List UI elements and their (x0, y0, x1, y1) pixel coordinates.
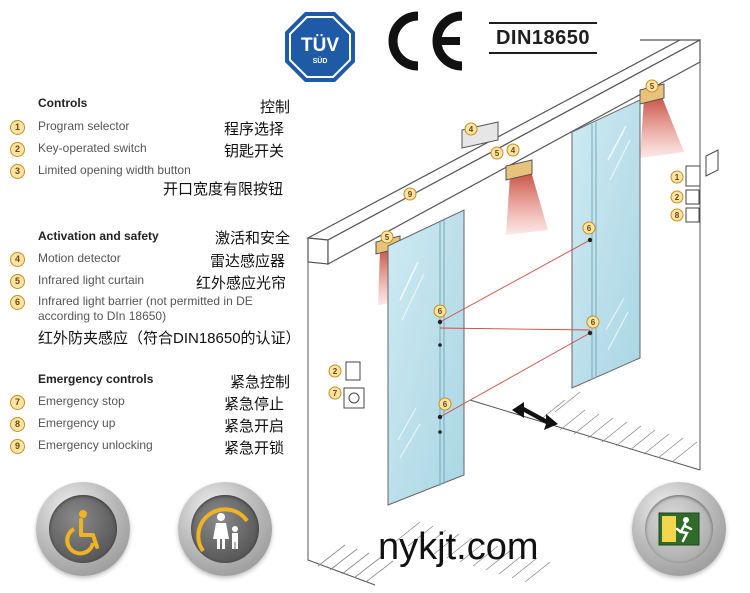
legend-number: 4 (10, 252, 25, 267)
left-door-leaf (387, 209, 465, 506)
floor-hatch-right (539, 391, 698, 463)
svg-text:7: 7 (333, 389, 338, 398)
legend-item-en: Emergency up (38, 416, 116, 430)
legend-item-en: Motion detector (38, 251, 121, 265)
barrier-emitters (437, 237, 593, 434)
callout-5-mid: 5 (490, 146, 504, 160)
callout-wall-7: 7 (328, 386, 342, 400)
legend-item-zh: 程序选择 (224, 121, 285, 138)
legend-number: 8 (10, 417, 25, 432)
sud-text: SÜD (313, 56, 328, 65)
legend-item-en: Limited opening width button (38, 163, 191, 177)
svg-text:2: 2 (675, 193, 680, 202)
callout-6-c: 6 (586, 315, 600, 329)
legend-item-zh: 钥匙开关 (224, 143, 285, 160)
legend-item-en: Program selector (38, 119, 130, 133)
parent-child-badge (178, 482, 272, 576)
wall-switches (343, 149, 719, 409)
parent-child-icon (196, 507, 249, 553)
callout-wall-1: 1 (670, 170, 684, 184)
svg-text:6: 6 (587, 224, 592, 233)
callout-markers: 4 5 4 5 5 6 6 6 6 9 1 2 8 2 7 (328, 79, 684, 411)
emergency-title-en: Emergency controls (38, 372, 154, 386)
right-door-leaf (571, 99, 641, 389)
callout-5-right: 5 (645, 79, 659, 93)
legend-number: 7 (10, 395, 25, 410)
svg-text:1: 1 (675, 173, 680, 182)
legend-number: 2 (10, 142, 25, 157)
svg-text:4: 4 (469, 125, 474, 134)
legend-item-zh: 紧急开锁 (224, 440, 285, 457)
legend-item-zh: 雷达感应器 (210, 253, 286, 270)
wheelchair-icon (65, 510, 99, 556)
callout-5-left: 5 (380, 230, 394, 244)
svg-text:5: 5 (650, 82, 655, 91)
callout-6-b: 6 (433, 304, 447, 318)
emergency-title-zh: 紧急控制 (229, 374, 290, 391)
callout-4-top: 4 (464, 122, 478, 136)
sliding-direction-arrow (512, 402, 558, 430)
legend-item-zh: 紧急停止 (224, 396, 285, 413)
emergency-exit-icon (658, 512, 700, 546)
legend-item-en-line1: Infrared light barrier (not permitted in… (38, 294, 253, 308)
legend-item-en: Emergency unlocking (38, 438, 153, 452)
watermark-text: nykjt.com (378, 526, 539, 568)
svg-text:5: 5 (495, 149, 500, 158)
callout-wall-8: 8 (670, 208, 684, 222)
legend-number: 3 (10, 164, 25, 179)
legend-number: 1 (10, 120, 25, 135)
legend-item-zh: 红外防夹感应（符合DIN18650的认证） (38, 330, 301, 347)
svg-text:9: 9 (408, 190, 413, 199)
legend-item-zh: 紧急开启 (224, 418, 285, 435)
svg-text:4: 4 (511, 146, 516, 155)
controls-title-zh: 控制 (259, 99, 290, 116)
activation-title-en: Activation and safety (38, 229, 159, 243)
callout-6-d: 6 (438, 397, 452, 411)
callout-6-a: 6 (582, 221, 596, 235)
din18650-logo: DIN18650 (489, 22, 597, 54)
legend-item-zh: 红外感应光帘 (196, 275, 287, 292)
legend-number: 5 (10, 274, 25, 289)
activation-title-zh: 激活和安全 (214, 230, 290, 247)
svg-text:6: 6 (591, 318, 596, 327)
legend-number: 9 (10, 439, 25, 454)
legend-item-en: Key-operated switch (38, 141, 147, 155)
legend-number: 6 (10, 295, 25, 310)
svg-text:8: 8 (675, 211, 680, 220)
legend-item-en: Infrared light curtain (38, 273, 145, 287)
floor-hatch-left (317, 521, 551, 583)
svg-text:6: 6 (443, 400, 448, 409)
infrared-barrier-lines (439, 239, 591, 418)
legend-item-zh: 开口宽度有限按钮 (163, 181, 284, 198)
emergency-exit-badge (632, 482, 726, 576)
svg-text:2: 2 (333, 367, 338, 376)
tuv-text: TÜV (301, 35, 339, 56)
wheelchair-badge (36, 482, 130, 576)
ce-mark-logo (388, 11, 463, 71)
svg-text:5: 5 (385, 233, 390, 242)
callout-4-mid: 4 (506, 143, 520, 157)
callout-wall-2r: 2 (670, 190, 684, 204)
tuv-sud-logo: TÜV SÜD (285, 12, 355, 82)
legend-item-en: Emergency stop (38, 394, 125, 408)
svg-text:6: 6 (438, 307, 443, 316)
callout-wall-2l: 2 (328, 364, 342, 378)
controls-title-en: Controls (38, 96, 88, 110)
callout-9: 9 (403, 187, 417, 201)
legend-item-en-line2: according to DIn 18650) (38, 309, 167, 323)
